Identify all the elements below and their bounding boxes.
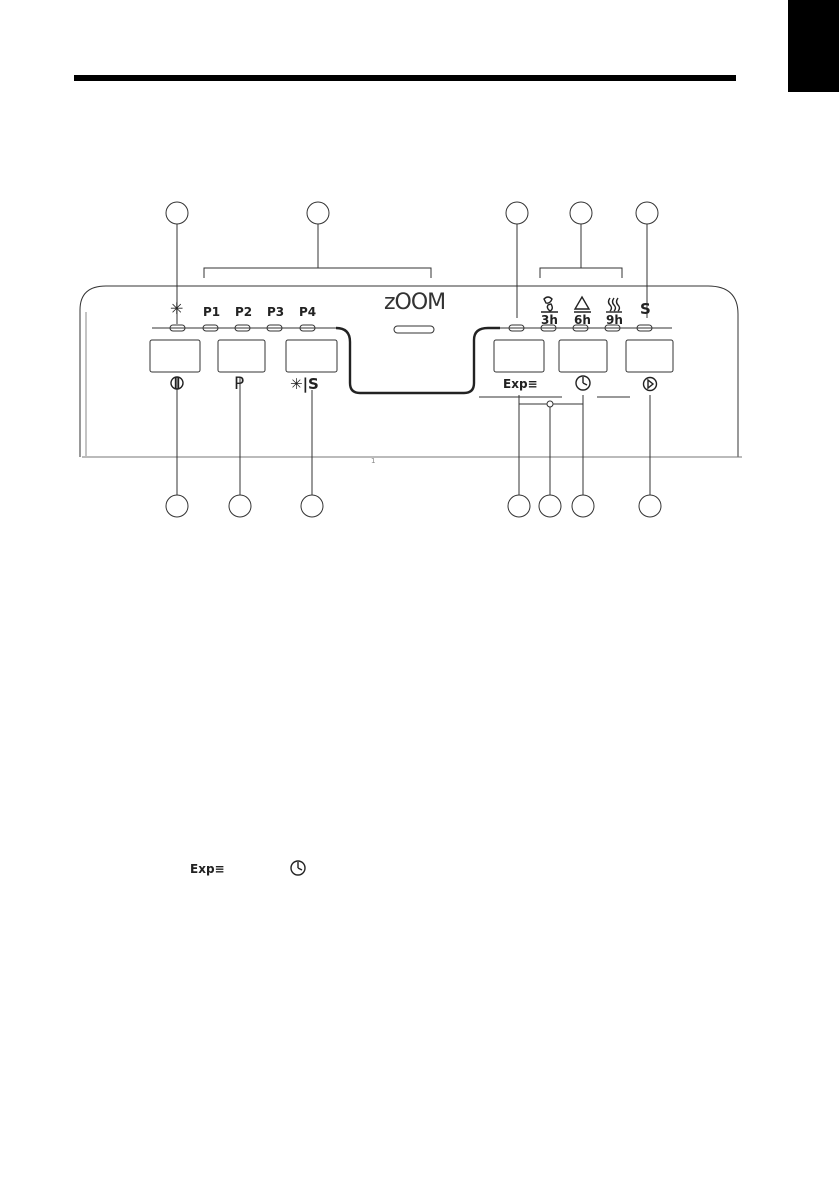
led-label-3h: 3h xyxy=(541,314,558,326)
start-button xyxy=(626,340,673,372)
led-label-p2: P2 xyxy=(235,306,252,318)
callout-bottom-4 xyxy=(508,495,530,517)
wash-salt-button xyxy=(286,340,337,372)
heat-icon xyxy=(609,298,620,311)
callout-top-5 xyxy=(636,202,658,224)
led-label-p4: P4 xyxy=(299,306,316,318)
callout-bottom-6 xyxy=(572,495,594,517)
led-label-p1: P1 xyxy=(203,306,220,318)
snowflake-icon: ✳ xyxy=(170,301,183,317)
fan-icon xyxy=(544,297,552,311)
start-icon xyxy=(644,378,657,391)
salt-icon: S xyxy=(640,303,651,315)
panel-mark: 1 xyxy=(371,457,375,465)
callout-top-3 xyxy=(506,202,528,224)
express-symbol: Exp≡ xyxy=(503,378,538,390)
callout-top-4 xyxy=(570,202,592,224)
led-label-9h: 9h xyxy=(606,314,623,326)
callout-top-1 xyxy=(166,202,188,224)
led-label-6h: 6h xyxy=(574,314,591,326)
power-button xyxy=(150,340,200,372)
callout-bottom-1 xyxy=(166,495,188,517)
delay-button xyxy=(559,340,607,372)
callout-bottom-3 xyxy=(301,495,323,517)
zoom-logo: zOOM xyxy=(384,290,445,316)
led-label-p3: P3 xyxy=(267,306,284,318)
program-button xyxy=(218,340,265,372)
program-symbol: P xyxy=(234,376,244,392)
wash-salt-symbol: ✳|S xyxy=(290,376,319,392)
callout-top-2 xyxy=(307,202,329,224)
callout-bottom-5 xyxy=(539,495,561,517)
callout-bottom-2 xyxy=(229,495,251,517)
express-button xyxy=(494,340,544,372)
legend-express-symbol: Exp≡ xyxy=(190,862,225,876)
warning-icon xyxy=(575,297,589,309)
callout-bottom-7 xyxy=(639,495,661,517)
